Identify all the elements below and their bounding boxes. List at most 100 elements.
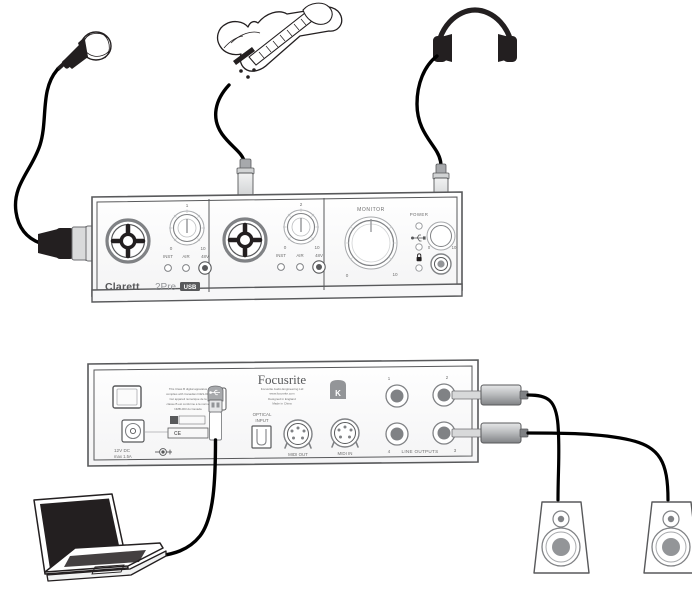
channel-2-buttons: INST AIR 48V: [276, 253, 326, 274]
power-led: [415, 222, 423, 230]
power-label: POWER: [410, 212, 429, 217]
front-panel: 1 0 10 INST AIR 48V: [91, 191, 463, 303]
air-label-1: AIR: [182, 254, 189, 259]
headphone-min-label: 0: [428, 245, 431, 250]
usb-cable: [158, 438, 218, 558]
line-output-4-number: 4: [388, 449, 391, 454]
headphone-controls[interactable]: 0 10: [426, 221, 457, 275]
gain-knob-2-number: 2: [300, 202, 303, 207]
line-output-1-number: 2: [446, 375, 449, 380]
headphone-cable: [415, 54, 443, 170]
midi-in-label: MIDI IN: [338, 451, 353, 456]
regulatory-line-2: complies with Canadian ICES-003: [166, 392, 210, 396]
headphone-max-label: 10: [452, 245, 457, 250]
studio-monitor-left: [533, 501, 590, 574]
gain-knob-1[interactable]: 1 0 10: [169, 203, 206, 251]
dc-voltage-label: 12V DC: [114, 448, 131, 453]
line-outputs-label: LINE OUTPUTS: [401, 449, 438, 454]
lock-led: [415, 264, 423, 272]
focusrite-logo: Focusrite: [258, 372, 307, 387]
regulatory-text: This Class B digital apparatus complies …: [145, 387, 210, 439]
regulatory-line-3: Cet appareil numerique de la: [169, 397, 207, 401]
regulatory-line-1: This Class B digital apparatus: [169, 387, 208, 391]
line-output-3-number: 1: [388, 376, 391, 381]
brand-name: Clarett: [105, 281, 140, 293]
speaker-plug-lower: [451, 422, 529, 444]
ce-mark: CE: [174, 431, 182, 437]
kensington-lock-icon: K: [330, 380, 346, 399]
front-branding: Clarett 2Pre USB: [105, 281, 200, 293]
monitor-knob[interactable]: MONITOR 0 10: [344, 207, 398, 278]
line-outputs: 1 2 4 3 LINE OUTPUTS: [385, 375, 457, 454]
status-indicators: POWER: [410, 212, 429, 272]
regulatory-line-5: NMB-003 du Canada: [174, 407, 202, 411]
dc-power-socket[interactable]: [121, 419, 145, 443]
gain-1-min-label: 0: [170, 246, 173, 251]
midi-out-port[interactable]: MIDI OUT: [283, 419, 313, 457]
dc-current-label: max 1.5A: [114, 454, 132, 459]
gain-knob-1-number: 1: [186, 203, 189, 208]
input-jack-2[interactable]: [222, 217, 268, 263]
lock-icon: [416, 253, 422, 262]
model-name: 2Pre: [155, 282, 177, 293]
kensington-k: K: [335, 389, 341, 398]
inst-label-1: INST: [163, 254, 173, 259]
headphones: [433, 7, 517, 62]
electric-guitar: [216, 2, 343, 79]
focusrite-line-2: www.focusrite.com: [269, 392, 295, 396]
inst-label-2: INST: [276, 253, 286, 258]
xlr-cable: [13, 68, 59, 245]
compliance-mark-2: [178, 415, 206, 425]
focusrite-branding: Focusrite Focusrite Audio Engineering Lt…: [258, 372, 307, 406]
gain-knob-2[interactable]: 2 0 10: [283, 202, 320, 250]
inst-button-1[interactable]: [164, 264, 172, 272]
regulatory-line-4: classe B est conforme a la norme: [167, 402, 210, 406]
rear-panel: 12V DC max 1.5A This Class B digital app…: [87, 359, 479, 467]
dc-polarity-icon: [155, 448, 172, 456]
phantom-label-1: 48V: [201, 254, 209, 259]
usb-badge-label: USB: [184, 285, 197, 291]
microphone: [56, 31, 112, 71]
optical-label-line1: OPTICAL: [253, 412, 272, 417]
speaker-cable-right: [526, 431, 670, 502]
channel-1-buttons: INST AIR 48V: [163, 254, 212, 275]
usb-trident-icon: [209, 389, 220, 396]
power-switch[interactable]: [112, 385, 142, 409]
gain-1-max-label: 10: [200, 246, 206, 251]
compliance-mark-1: [170, 416, 178, 424]
usb-led: [415, 243, 423, 251]
speaker-cable-left: [526, 393, 561, 502]
midi-in-port[interactable]: MIDI IN: [330, 418, 360, 456]
studio-monitor-right: [643, 501, 692, 574]
gain-2-max-label: 10: [314, 245, 320, 250]
phantom-button-2[interactable]: [312, 260, 326, 274]
phantom-button-1[interactable]: [198, 261, 212, 275]
compliance-mark-3: [167, 427, 209, 439]
input-jack-1[interactable]: [105, 218, 151, 264]
line-output-jack-1[interactable]: [432, 383, 456, 407]
gain-2-min-label: 0: [284, 245, 287, 250]
line-output-jack-4[interactable]: [385, 422, 409, 446]
usb-icon: [410, 234, 426, 242]
midi-out-label: MIDI OUT: [288, 452, 308, 457]
laptop-computer: [33, 493, 167, 582]
focusrite-line-3: Designed in England: [268, 397, 296, 401]
inst-button-2[interactable]: [277, 263, 285, 271]
line-output-2-number: 3: [454, 448, 457, 453]
monitor-max-label: 10: [392, 272, 398, 277]
air-button-2[interactable]: [296, 263, 304, 271]
guitar-cable: [213, 83, 247, 166]
line-output-jack-3[interactable]: [385, 384, 409, 408]
monitor-min-label: 0: [346, 273, 349, 278]
focusrite-line-4: Made in China: [272, 402, 292, 406]
usb-badge-bg: [180, 282, 200, 291]
optical-label-line2: INPUT: [255, 418, 268, 423]
air-button-1[interactable]: [182, 264, 190, 272]
air-label-2: AIR: [296, 253, 303, 258]
phantom-label-2: 48V: [315, 253, 323, 258]
focusrite-line-1: Focusrite Audio Engineering Ltd: [261, 387, 304, 391]
optical-input[interactable]: OPTICAL INPUT: [251, 412, 272, 449]
headphone-jack[interactable]: [430, 253, 452, 275]
